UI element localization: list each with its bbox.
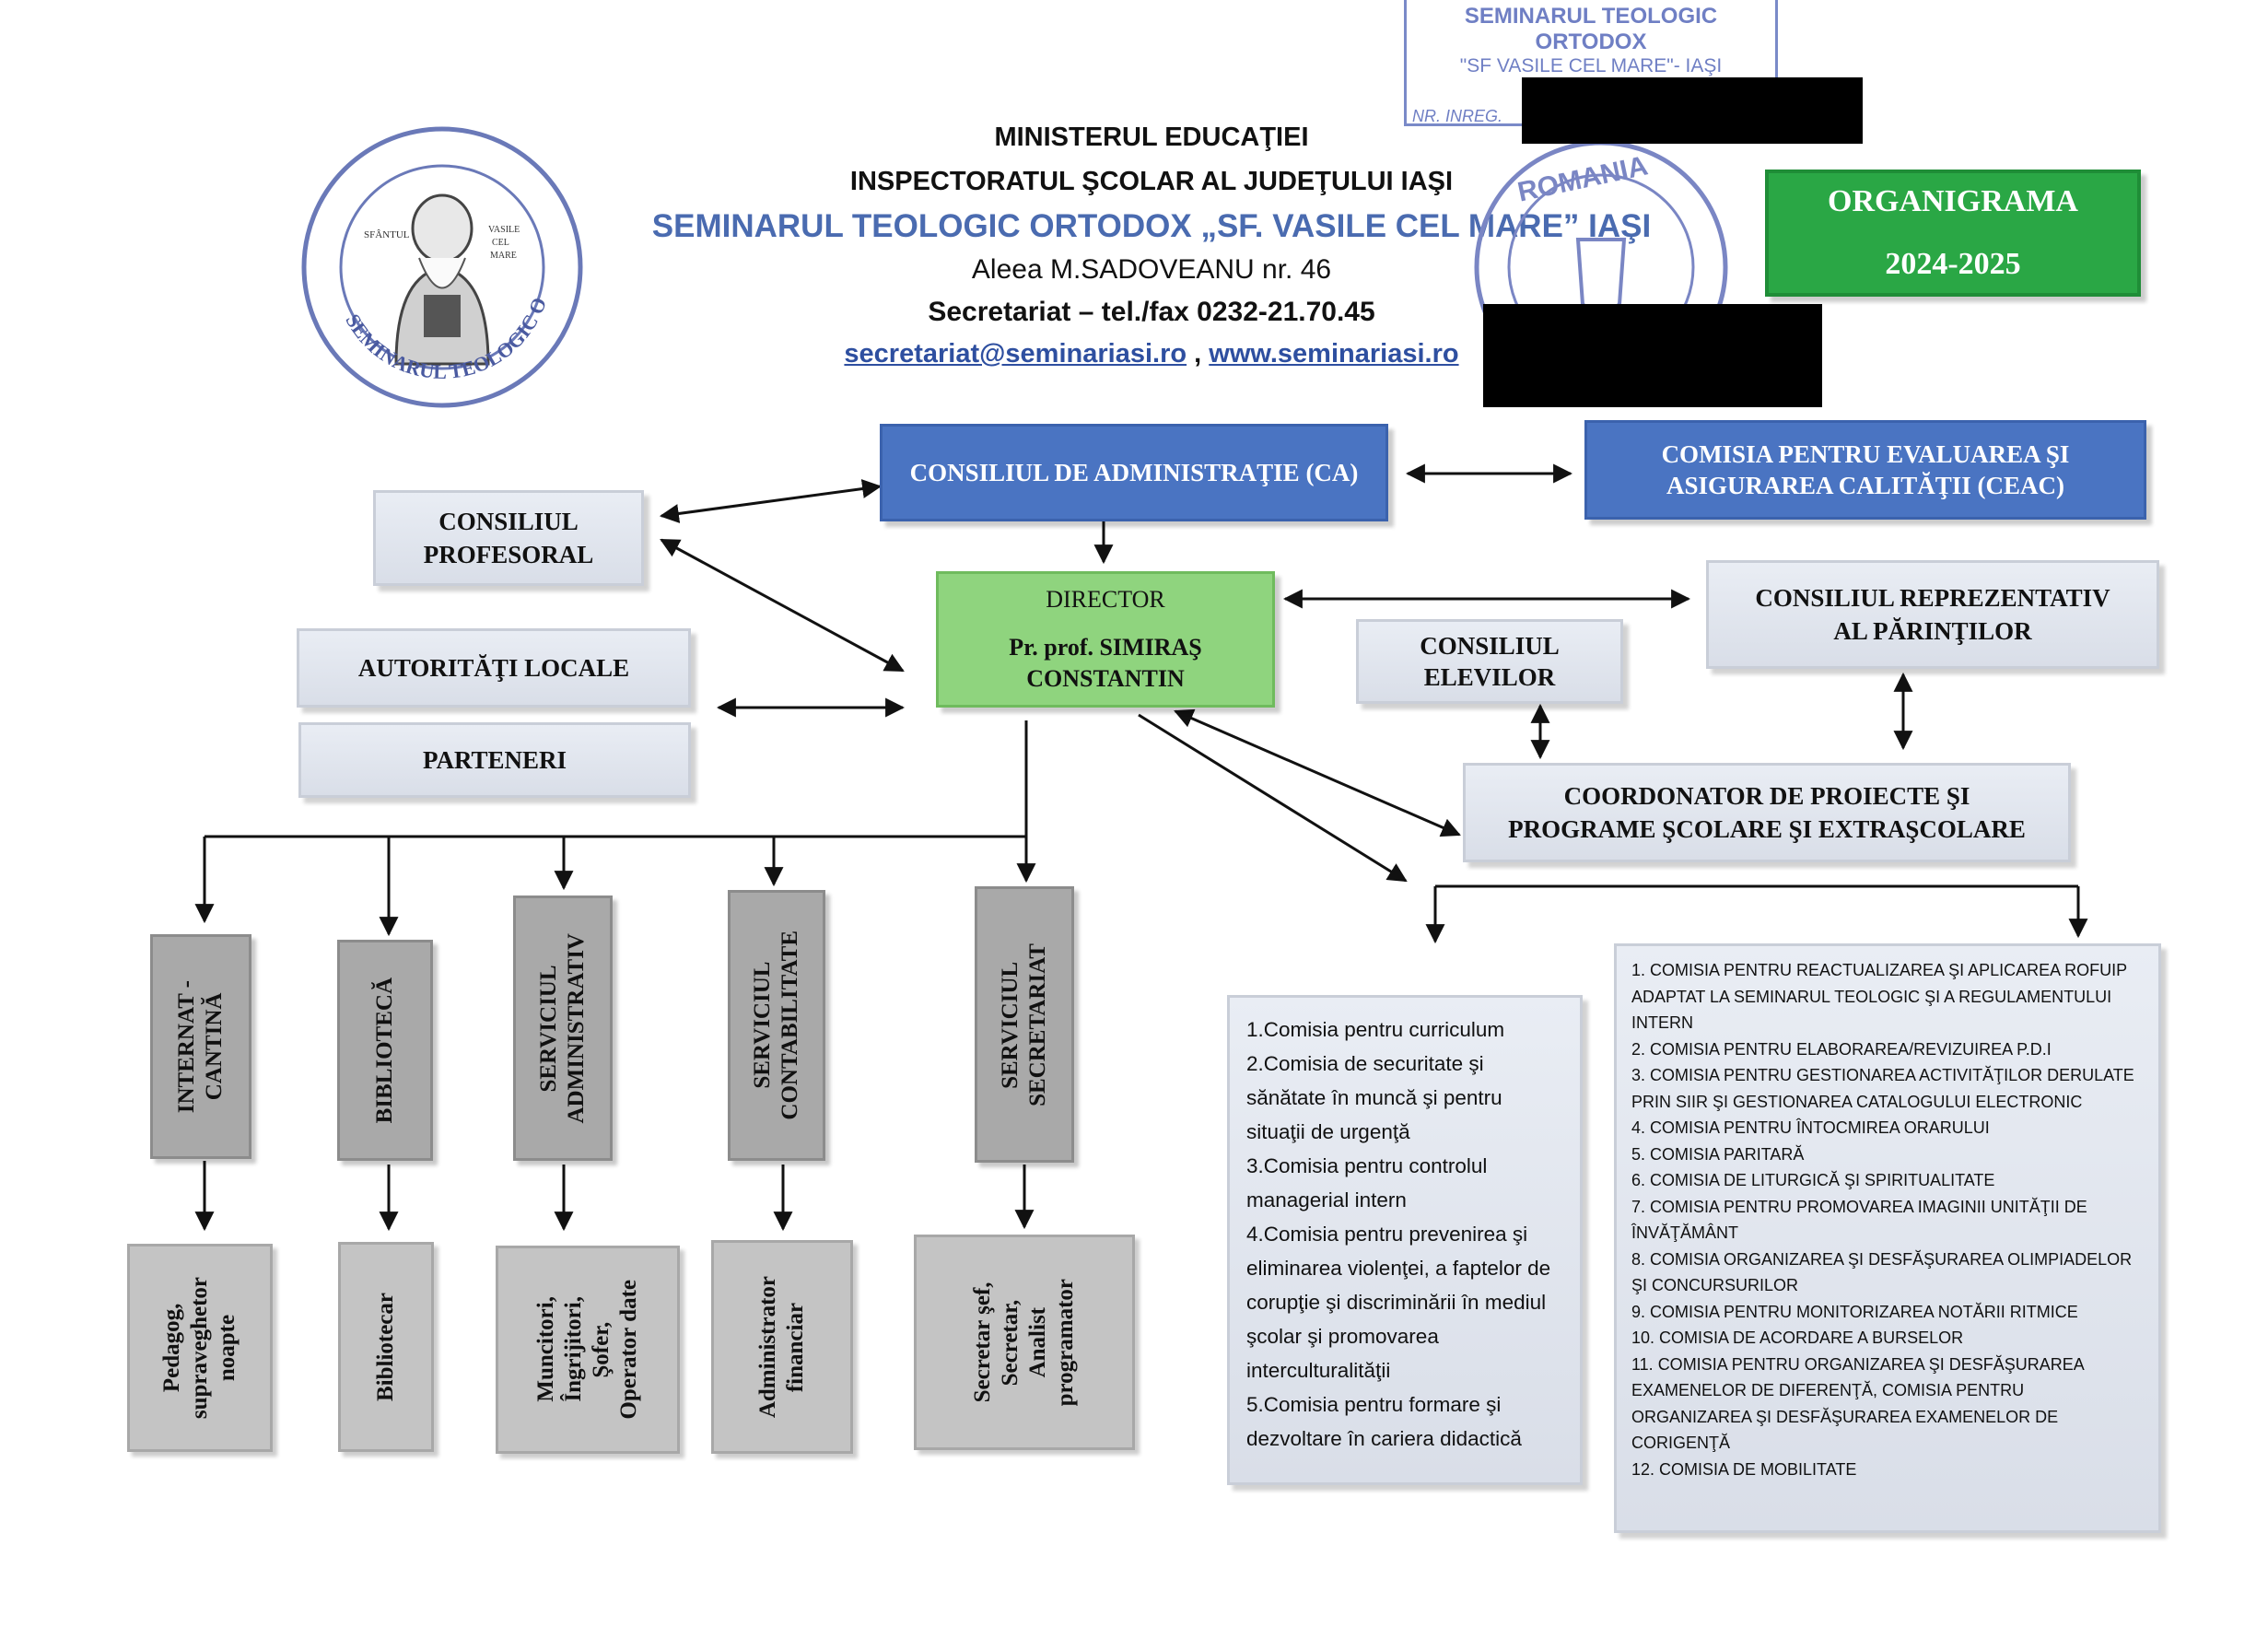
coordonator-proiecte: COORDONATOR DE PROIECTE ŞI PROGRAME ŞCOL… — [1463, 763, 2071, 862]
ceac: COMISIA PENTRU EVALUAREA ŞI ASIGURAREA C… — [1584, 420, 2146, 520]
administrativ-label: SERVICIUL ADMINISTRATIV — [536, 932, 589, 1124]
ministry-title: MINISTERUL EDUCAŢIEI — [994, 123, 1309, 152]
commission-right-item: 5. COMISIA PARITARĂ — [1631, 1144, 1805, 1164]
director: DIRECTOR Pr. prof. SIMIRAŞ CONSTANTIN — [936, 571, 1275, 708]
profesoral-label: CONSILIUL PROFESORAL — [423, 508, 594, 568]
service-internat-cantina: INTERNAT - CANTINĂ — [150, 934, 251, 1159]
autoritati-label: AUTORITĂŢI LOCALE — [357, 653, 630, 682]
contact-links: secretariat@seminariasi.ro , www.seminar… — [590, 339, 1713, 369]
commission-right-item: 6. COMISIA DE LITURGICĂ ŞI SPIRITUALITAT… — [1631, 1171, 1995, 1189]
title-line-1: ORGANIGRAMA — [1828, 184, 2078, 218]
staff-contabilitate: Administrator financiar — [711, 1240, 853, 1454]
stamp-line-3: NR. INREG. — [1412, 107, 1503, 125]
director-name: Pr. prof. SIMIRAŞ CONSTANTIN — [1009, 634, 1202, 692]
seminary-logo: SFÂNTUL VASILE CEL MARE SEMINARUL TEOLOG… — [295, 120, 583, 408]
staff-secretariat-label: Secretar şef, Secretar, Analist programa… — [970, 1278, 1078, 1407]
consiliul-parintilor: CONSILIUL REPREZENTATIV AL PĂRINŢILOR — [1706, 560, 2159, 669]
staff-administrativ-label: Muncitori, Îngrijitori, Şofer, Operator … — [533, 1280, 641, 1420]
consiliul-profesoral: CONSILIUL PROFESORAL — [373, 490, 644, 586]
link-separator: , — [1194, 339, 1202, 369]
commission-right-item: 9. COMISIA PENTRU MONITORIZAREA NOTĂRII … — [1631, 1302, 2078, 1321]
staff-administrativ: Muncitori, Îngrijitori, Şofer, Operator … — [496, 1246, 680, 1454]
autoritati-locale: AUTORITĂŢI LOCALE — [297, 628, 691, 708]
elevi-label: CONSILIUL ELEVILOR — [1420, 632, 1560, 691]
ca-label: CONSILIUL DE ADMINISTRAŢIE (CA) — [909, 459, 1359, 486]
internat-label: INTERNAT - CANTINĂ — [174, 979, 227, 1114]
commissions-list-left: 1.Comisia pentru curriculum 2.Comisia de… — [1227, 995, 1583, 1485]
parinti-label: CONSILIUL REPREZENTATIV AL PĂRINŢILOR — [1755, 584, 2110, 645]
staff-biblioteca-label: Bibliotecar — [373, 1292, 398, 1402]
service-administrativ: SERVICIUL ADMINISTRATIV — [513, 895, 613, 1161]
biblioteca-label: BIBLIOTECĂ — [372, 977, 397, 1124]
staff-internat-label: Pedagog, supraveghetor noapte — [159, 1276, 240, 1420]
ceac-label: COMISIA PENTRU EVALUAREA ŞI ASIGURAREA C… — [1661, 440, 2070, 499]
service-contabilitate: SERVICIUL CONTABILITATE — [728, 890, 825, 1161]
svg-text:CEL: CEL — [492, 238, 509, 248]
commission-right-item: 8. COMISIA ORGANIZAREA ŞI DESFĂŞURAREA O… — [1631, 1249, 2133, 1295]
redaction-bottom — [1483, 304, 1822, 407]
title-line-2: 2024-2025 — [1885, 247, 2021, 281]
commission-left-item: 4.Comisia pentru prevenirea şi eliminare… — [1246, 1223, 1551, 1382]
secretariat-label: SERVICIUL SECRETARIAT — [998, 942, 1050, 1106]
commissions-list-right: 1. COMISIA PENTRU REACTUALIZAREA ŞI APLI… — [1614, 943, 2161, 1533]
svg-text:MARE: MARE — [490, 251, 517, 261]
commission-right-item: 4. COMISIA PENTRU ÎNTOCMIREA ORARULUI — [1631, 1118, 1990, 1137]
organigram-title: ORGANIGRAMA 2024-2025 — [1765, 170, 2141, 297]
consiliul-de-administratie: CONSILIUL DE ADMINISTRAŢIE (CA) — [880, 424, 1388, 521]
contabilitate-label: SERVICIUL CONTABILITATE — [750, 931, 802, 1120]
commission-right-item: 10. COMISIA DE ACORDARE A BURSELOR — [1631, 1329, 1964, 1347]
arrow-ca-profesoral — [659, 479, 883, 523]
staff-internat: Pedagog, supraveghetor noapte — [127, 1244, 273, 1452]
website-link[interactable]: www.seminariasi.ro — [1209, 339, 1459, 369]
email-link[interactable]: secretariat@seminariasi.ro — [844, 339, 1187, 369]
staff-contabilitate-label: Administrator financiar — [755, 1275, 808, 1419]
staff-biblioteca: Bibliotecar — [338, 1242, 434, 1452]
arrow-director-coordonator — [1174, 708, 1461, 837]
commission-right-item: 1. COMISIA PENTRU REACTUALIZAREA ŞI APLI… — [1631, 961, 2127, 1032]
phone: Secretariat – tel./fax 0232-21.70.45 — [928, 297, 1375, 327]
address: Aleea M.SADOVEANU nr. 46 — [971, 254, 1332, 285]
consiliul-elevilor: CONSILIUL ELEVILOR — [1356, 619, 1623, 704]
parteneri-label: PARTENERI — [422, 745, 567, 774]
svg-text:VASILE: VASILE — [488, 225, 520, 235]
commission-left-item: 2.Comisia de securitate şi sănătate în m… — [1246, 1052, 1502, 1143]
commission-right-item: 7. COMISIA PENTRU PROMOVAREA IMAGINII UN… — [1631, 1197, 2087, 1243]
arrow-director-commissions — [1138, 713, 1408, 883]
coordonator-label: COORDONATOR DE PROIECTE ŞI PROGRAME ŞCOL… — [1508, 782, 2026, 843]
svg-text:SFÂNTUL: SFÂNTUL — [364, 229, 410, 240]
commission-left-item: 1.Comisia pentru curriculum — [1246, 1018, 1505, 1041]
arrow-profesoral-director — [660, 538, 905, 673]
commission-right-item: 11. COMISIA PENTRU ORGANIZAREA ŞI DESFĂŞ… — [1631, 1354, 2084, 1453]
stamp-line-1: SEMINARUL TEOLOGIC ORTODOX — [1464, 4, 1718, 54]
inspectorate-title: INSPECTORATUL ŞCOLAR AL JUDEŢULUI IAŞI — [849, 167, 1454, 196]
director-title: DIRECTOR — [1046, 586, 1165, 613]
service-biblioteca: BIBLIOTECĂ — [337, 940, 433, 1161]
commission-left-item: 3.Comisia pentru controlul managerial in… — [1246, 1154, 1488, 1211]
staff-secretariat: Secretar şef, Secretar, Analist programa… — [914, 1235, 1135, 1450]
registration-stamp: SEMINARUL TEOLOGIC ORTODOX "SF VASILE CE… — [1404, 0, 1778, 126]
stamp-line-2: "SF VASILE CEL MARE"- IAŞI — [1459, 55, 1723, 76]
redaction-top — [1522, 77, 1863, 144]
service-secretariat: SERVICIUL SECRETARIAT — [975, 886, 1074, 1163]
commission-right-item: 2. COMISIA PENTRU ELABORAREA/REVIZUIREA … — [1631, 1039, 2052, 1059]
parteneri: PARTENERI — [298, 722, 691, 798]
commission-right-item: 12. COMISIA DE MOBILITATE — [1631, 1459, 1857, 1479]
commission-left-item: 5.Comisia pentru formare şi dezvoltare î… — [1246, 1393, 1522, 1450]
commission-right-item: 3. COMISIA PENTRU GESTIONAREA ACTIVITĂŢI… — [1631, 1066, 2134, 1111]
